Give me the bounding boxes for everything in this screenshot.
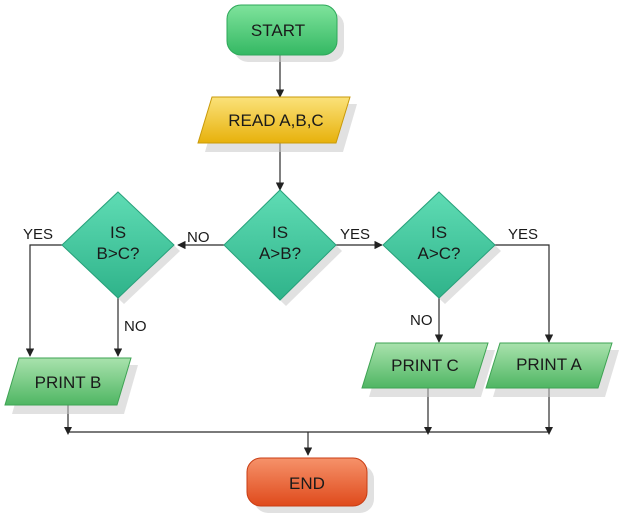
end-label: END — [289, 474, 325, 493]
print-a-node: PRINT A — [485, 342, 619, 397]
merge-arrow-b — [64, 427, 72, 435]
print-b-node: PRINT B — [4, 357, 138, 414]
edge-label-a-gt-b-no: NO — [187, 229, 210, 246]
decision-a-gt-b-line1: IS — [272, 223, 288, 242]
edge-label-b-gt-c-no: NO — [124, 318, 147, 335]
end-node: END — [246, 457, 374, 513]
decision-a-gt-b-line2: A>B? — [259, 244, 301, 263]
edge-b-gt-c-yes — [25, 244, 62, 357]
print-c-node: PRINT C — [361, 342, 495, 397]
edge-label-b-gt-c-yes: YES — [23, 226, 53, 243]
start-label: START — [251, 21, 305, 40]
edge-label-a-gt-c-no: NO — [410, 312, 433, 329]
decision-b-gt-c-line2: B>C? — [97, 244, 140, 263]
start-node: START — [226, 4, 344, 62]
print-a-label: PRINT A — [516, 355, 582, 374]
decision-b-gt-c-line1: IS — [110, 223, 126, 242]
decision-b-gt-c: IS B>C? — [61, 191, 180, 304]
decision-a-gt-c: IS A>C? — [382, 191, 501, 304]
decision-a-gt-c-line1: IS — [431, 223, 447, 242]
edge-label-a-gt-c-yes: YES — [508, 226, 538, 243]
read-label: READ A,B,C — [228, 111, 323, 130]
edge-a-gt-c-yes — [494, 244, 554, 343]
print-c-label: PRINT C — [391, 356, 459, 375]
decision-a-gt-b: IS A>B? — [223, 189, 342, 306]
decision-a-gt-c-line2: A>C? — [418, 244, 461, 263]
edge-label-a-gt-b-yes: YES — [340, 226, 370, 243]
merge-arrow-a — [545, 427, 553, 435]
print-b-label: PRINT B — [35, 373, 102, 392]
read-node: READ A,B,C — [197, 96, 357, 152]
merge-arrow-c — [424, 427, 432, 435]
